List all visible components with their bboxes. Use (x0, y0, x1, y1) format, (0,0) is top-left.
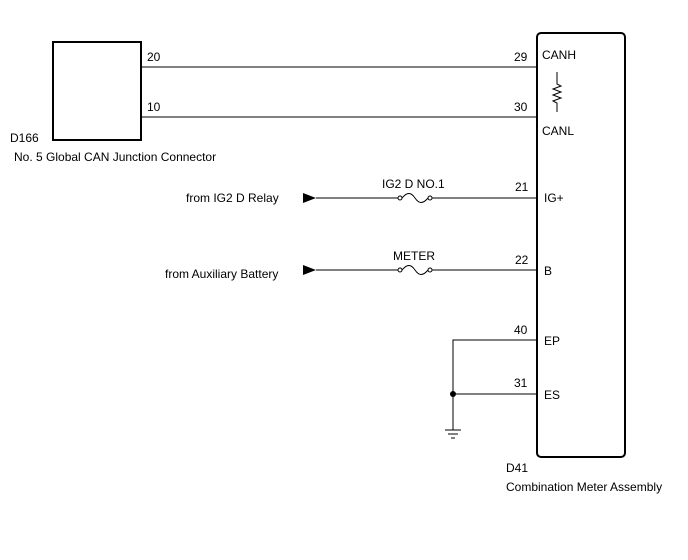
d166-code: D166 (10, 131, 39, 145)
d41-pin-canh: 29 (514, 50, 528, 64)
d41-code: D41 (506, 461, 528, 475)
terminal-ig: IG+ (544, 191, 564, 205)
terminal-es: ES (544, 388, 560, 402)
arrow-head-icon (303, 193, 316, 203)
d41-pin-canl: 30 (514, 100, 528, 114)
fuse-icon (401, 193, 429, 203)
fuse-terminal-icon (427, 267, 433, 273)
ep-ground-wire (452, 339, 537, 430)
d41-pin-ep: 40 (514, 323, 528, 337)
d166-pin-canl: 10 (147, 100, 161, 114)
d166-pin-canh: 20 (147, 50, 161, 64)
fuse-terminal-icon (397, 195, 403, 201)
battery-source-label: from Auxiliary Battery (165, 267, 278, 281)
arrow-head-icon (303, 265, 316, 275)
terminal-ep: EP (544, 334, 560, 348)
fuse-terminal-icon (427, 195, 433, 201)
terminal-b: B (544, 264, 552, 278)
terminal-canh: CANH (542, 48, 576, 62)
fuse-icon (401, 265, 429, 275)
terminal-canl: CANL (542, 124, 574, 138)
ground-icon (445, 429, 461, 439)
termination-resistor-icon (551, 72, 563, 112)
d41-meter-box (536, 32, 626, 458)
ig2-fuse-label: IG2 D NO.1 (382, 177, 445, 191)
junction-dot-icon (450, 391, 456, 397)
d41-pin-es: 31 (514, 376, 528, 390)
ig2-source-label: from IG2 D Relay (186, 191, 279, 205)
d41-pin-ig: 21 (515, 180, 529, 194)
battery-fuse-label: METER (393, 249, 435, 263)
d166-name: No. 5 Global CAN Junction Connector (14, 150, 216, 164)
d41-name: Combination Meter Assembly (506, 480, 662, 494)
d41-pin-b: 22 (515, 253, 529, 267)
fuse-terminal-icon (397, 267, 403, 273)
d166-connector-box (52, 41, 142, 141)
